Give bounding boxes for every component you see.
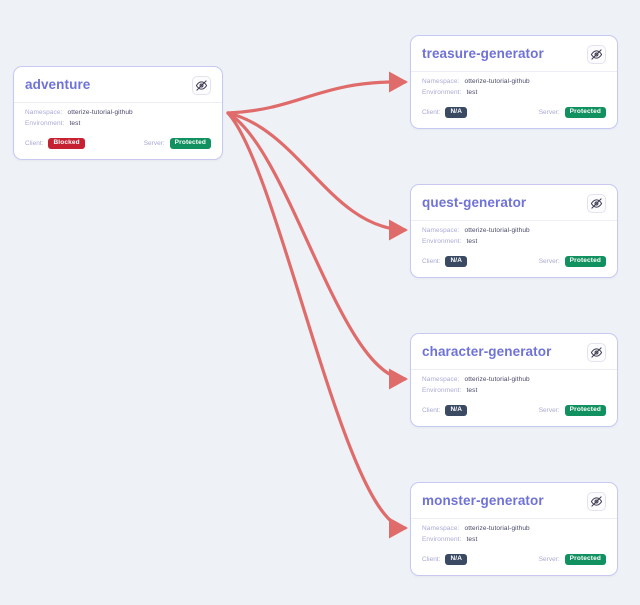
environment-label: Environment: (25, 119, 65, 127)
namespace-value: otterize-tutorial-github (464, 78, 530, 85)
namespace-label: Namespace: (422, 227, 460, 234)
eye-off-icon[interactable] (587, 492, 606, 511)
status-row: Client: N/A Server: Protected (422, 255, 606, 268)
node-title: treasure-generator (422, 46, 544, 62)
environment-value: test (466, 386, 478, 394)
client-status-badge[interactable]: N/A (445, 255, 468, 268)
server-label: Server: (538, 555, 560, 563)
server-status-group: Server: Protected (538, 106, 606, 119)
node-title: character-generator (422, 344, 552, 360)
status-row: Client: Blocked Server: Protected (25, 137, 211, 150)
edge-arrowhead-adventure-to-quest-generator (389, 219, 408, 241)
eye-off-icon[interactable] (587, 343, 606, 362)
client-status-badge[interactable]: Blocked (48, 137, 85, 150)
namespace-row: Namespace: otterize-tutorial-github (422, 78, 606, 87)
client-status-group: Client: N/A (422, 553, 468, 566)
server-label: Server: (143, 139, 165, 147)
environment-label: Environment: (422, 386, 462, 394)
edge-arrowhead-adventure-to-monster-generator (389, 517, 408, 539)
environment-row: Environment: test (422, 238, 606, 247)
namespace-label: Namespace: (422, 525, 460, 532)
client-label: Client: (25, 139, 44, 147)
edge-adventure-to-quest-generator[interactable] (226, 111, 407, 232)
node-title: monster-generator (422, 493, 544, 509)
client-label: Client: (422, 257, 441, 265)
environment-row: Environment: test (422, 387, 606, 396)
eye-off-icon[interactable] (587, 45, 606, 64)
server-label: Server: (538, 257, 560, 265)
environment-value: test (466, 88, 478, 96)
server-label: Server: (538, 108, 560, 116)
edge-adventure-to-character-generator[interactable] (226, 111, 407, 381)
environment-label: Environment: (422, 88, 462, 96)
server-status-badge[interactable]: Protected (169, 137, 211, 150)
namespace-row: Namespace: otterize-tutorial-github (422, 525, 606, 534)
status-row: Client: N/A Server: Protected (422, 404, 606, 417)
environment-value: test (466, 535, 478, 543)
environment-row: Environment: test (422, 89, 606, 98)
server-status-badge[interactable]: Protected (564, 255, 606, 268)
environment-value: test (69, 119, 81, 127)
node-title: quest-generator (422, 195, 527, 211)
server-status-group: Server: Protected (538, 553, 606, 566)
client-status-group: Client: N/A (422, 404, 468, 417)
namespace-value: otterize-tutorial-github (464, 376, 530, 383)
client-label: Client: (422, 406, 441, 414)
client-label: Client: (422, 108, 441, 116)
namespace-value: otterize-tutorial-github (464, 525, 530, 532)
client-status-badge[interactable]: N/A (445, 553, 468, 566)
environment-value: test (466, 237, 478, 245)
namespace-value: otterize-tutorial-github (464, 227, 530, 234)
namespace-value: otterize-tutorial-github (67, 109, 133, 116)
node-header: quest-generator (411, 185, 617, 221)
server-status-badge[interactable]: Protected (564, 404, 606, 417)
namespace-row: Namespace: otterize-tutorial-github (25, 109, 211, 118)
eye-off-icon[interactable] (192, 76, 211, 95)
server-status-badge[interactable]: Protected (564, 106, 606, 119)
edge-arrowhead-adventure-to-treasure-generator (389, 71, 408, 93)
edge-adventure-to-monster-generator[interactable] (226, 111, 407, 530)
server-status-group: Server: Protected (538, 255, 606, 268)
namespace-label: Namespace: (422, 78, 460, 85)
node-header: treasure-generator (411, 36, 617, 72)
server-status-badge[interactable]: Protected (564, 553, 606, 566)
environment-label: Environment: (422, 237, 462, 245)
environment-label: Environment: (422, 535, 462, 543)
node-header: adventure (14, 67, 222, 103)
eye-off-icon[interactable] (587, 194, 606, 213)
node-title: adventure (25, 77, 91, 93)
edge-arrowhead-adventure-to-character-generator (389, 368, 408, 390)
client-label: Client: (422, 555, 441, 563)
namespace-row: Namespace: otterize-tutorial-github (422, 376, 606, 385)
node-header: character-generator (411, 334, 617, 370)
client-status-badge[interactable]: N/A (445, 404, 468, 417)
status-row: Client: N/A Server: Protected (422, 553, 606, 566)
client-status-group: Client: Blocked (25, 137, 85, 150)
server-label: Server: (538, 406, 560, 414)
environment-row: Environment: test (25, 120, 211, 129)
edge-adventure-to-treasure-generator[interactable] (226, 80, 407, 115)
node-header: monster-generator (411, 483, 617, 519)
client-status-group: Client: N/A (422, 255, 468, 268)
server-status-group: Server: Protected (143, 137, 211, 150)
client-status-group: Client: N/A (422, 106, 468, 119)
namespace-label: Namespace: (25, 109, 63, 116)
status-row: Client: N/A Server: Protected (422, 106, 606, 119)
client-status-badge[interactable]: N/A (445, 106, 468, 119)
environment-row: Environment: test (422, 536, 606, 545)
server-status-group: Server: Protected (538, 404, 606, 417)
namespace-row: Namespace: otterize-tutorial-github (422, 227, 606, 236)
namespace-label: Namespace: (422, 376, 460, 383)
